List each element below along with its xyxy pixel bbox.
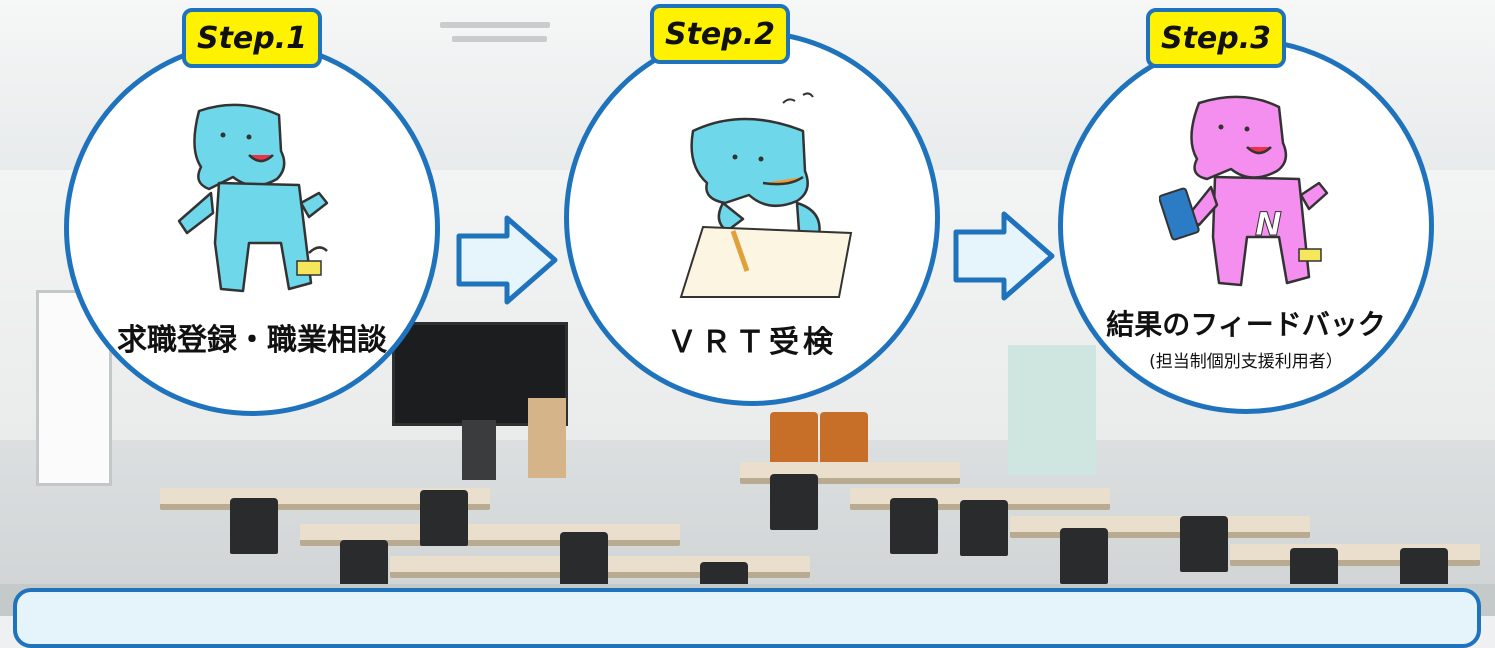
ceiling-vent [452,36,547,42]
step-2-label: ＶＲＴ受検 [667,325,837,360]
chair [960,500,1008,556]
step-2-badge: Step.2 [650,4,790,64]
step-3-sublabel: (担当制個別支援利用者） [1149,352,1343,372]
chair [420,490,468,546]
tablet-icon [1159,187,1200,241]
partition-panel [1008,345,1096,475]
desk [1010,516,1310,538]
right-arrow-icon [953,211,1055,301]
step-3-circle: N 結果のフィードバック (担当制個別支援利用者） [1058,38,1434,414]
ceiling-vent [440,22,550,28]
chair [560,532,608,588]
right-arrow-icon [456,215,558,305]
bottom-info-panel [13,588,1481,648]
step-1-label: 求職登録・職業相談 [117,323,387,358]
tv-stand [462,420,496,480]
svg-text:N: N [1255,205,1282,243]
chair [820,412,868,468]
elephant-mascot-icon: N [1159,95,1329,287]
podium [528,398,566,478]
chair [230,498,278,554]
elephant-mascot-icon [177,103,329,293]
chair [1180,516,1228,572]
chair [770,412,818,468]
step-2-circle: ＶＲＴ受検 [564,30,940,406]
chair [890,498,938,554]
step-1-badge: Step.1 [182,8,322,68]
step-3-label: 結果のフィードバック [1106,308,1386,341]
step-1-circle: 求職登録・職業相談 [64,40,440,416]
step-3-badge: Step.3 [1146,8,1286,68]
elephant-mascot-icon [679,92,853,298]
chair [1060,528,1108,584]
chair [770,474,818,530]
